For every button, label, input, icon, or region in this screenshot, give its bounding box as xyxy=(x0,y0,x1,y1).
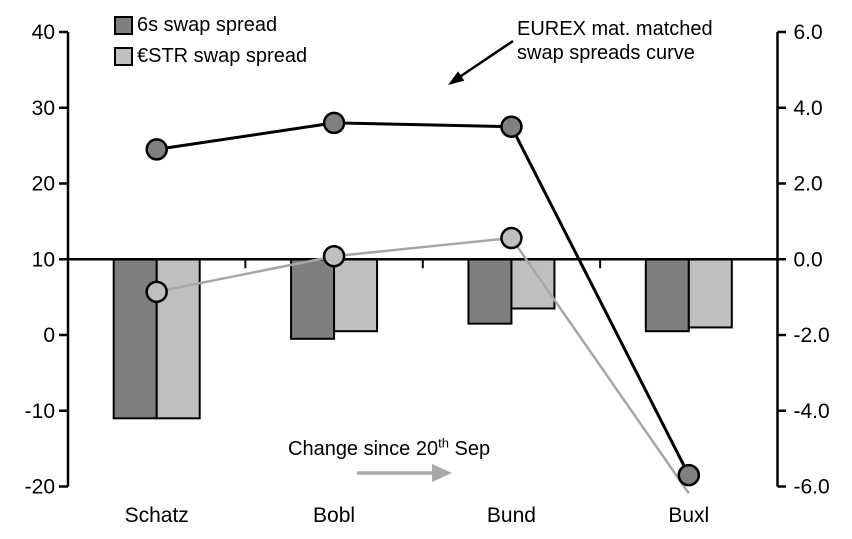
change-annotation-arrowhead xyxy=(432,464,452,482)
legend-swatch-estr xyxy=(114,47,133,66)
curve-annotation: EUREX mat. matched swap spreads curve xyxy=(517,17,713,65)
marker-6s-bobl xyxy=(322,111,346,135)
marker-6s-bund xyxy=(500,115,523,138)
left-axis-tick-label: -20 xyxy=(25,476,55,499)
legend-item-6s: 6s swap spread xyxy=(114,10,307,41)
marker-estr-schatz xyxy=(145,280,168,304)
marker-estr-bobl xyxy=(322,244,346,268)
change-annotation-superscript: th xyxy=(438,435,449,451)
bar-6s-bund xyxy=(467,258,513,325)
curve-annotation-line2: swap spreads curve xyxy=(517,42,695,64)
right-axis-tick-label: 0.0 xyxy=(794,248,823,271)
x-axis-category-label: Bund xyxy=(487,504,536,527)
right-axis-tick-label: 6.0 xyxy=(794,21,823,44)
marker-6s-schatz xyxy=(145,138,168,161)
x-axis-category-label: Schatz xyxy=(125,504,189,527)
legend-swatch-6s xyxy=(114,16,133,35)
bar-6s-bobl xyxy=(290,258,336,340)
left-axis-tick-label: 0 xyxy=(43,324,55,347)
left-axis-tick-label: 30 xyxy=(32,97,55,120)
line-estr-curve xyxy=(156,236,690,495)
legend-label-6s: 6s swap spread xyxy=(137,14,278,36)
change-annotation: Change since 20th Sep xyxy=(288,435,491,460)
left-axis-tick-label: 40 xyxy=(32,21,55,44)
left-axis-tick-label: 20 xyxy=(32,173,55,196)
bar-6s-buxl xyxy=(644,258,690,333)
line-6s-curve xyxy=(156,121,691,476)
marker-estr-bund xyxy=(500,226,523,250)
bar-estr-bund xyxy=(510,258,556,310)
right-axis-tick-label: 4.0 xyxy=(794,97,823,120)
legend: 6s swap spread €STR swap spread xyxy=(114,10,307,72)
bar-estr-bobl xyxy=(333,258,379,333)
x-axis-category-label: Bobl xyxy=(313,504,355,527)
curve-annotation-line1: EUREX mat. matched xyxy=(517,18,713,40)
right-axis-tick-label: -6.0 xyxy=(794,476,830,499)
left-axis-tick-label: -10 xyxy=(25,400,55,423)
marker-6s-buxl xyxy=(677,463,701,487)
curve-annotation-arrow-line xyxy=(460,39,514,78)
x-axis-category-label: Buxl xyxy=(668,504,709,527)
bar-estr-buxl xyxy=(687,258,733,329)
curve-annotation-arrowhead xyxy=(448,71,465,85)
legend-label-estr: €STR swap spread xyxy=(137,45,308,67)
left-axis-tick-label: 10 xyxy=(32,248,55,271)
legend-item-estr: €STR swap spread xyxy=(114,41,307,72)
right-axis-tick-label: -2.0 xyxy=(794,324,830,347)
right-axis-tick-label: -4.0 xyxy=(794,400,830,423)
right-axis-tick-label: 2.0 xyxy=(794,173,823,196)
